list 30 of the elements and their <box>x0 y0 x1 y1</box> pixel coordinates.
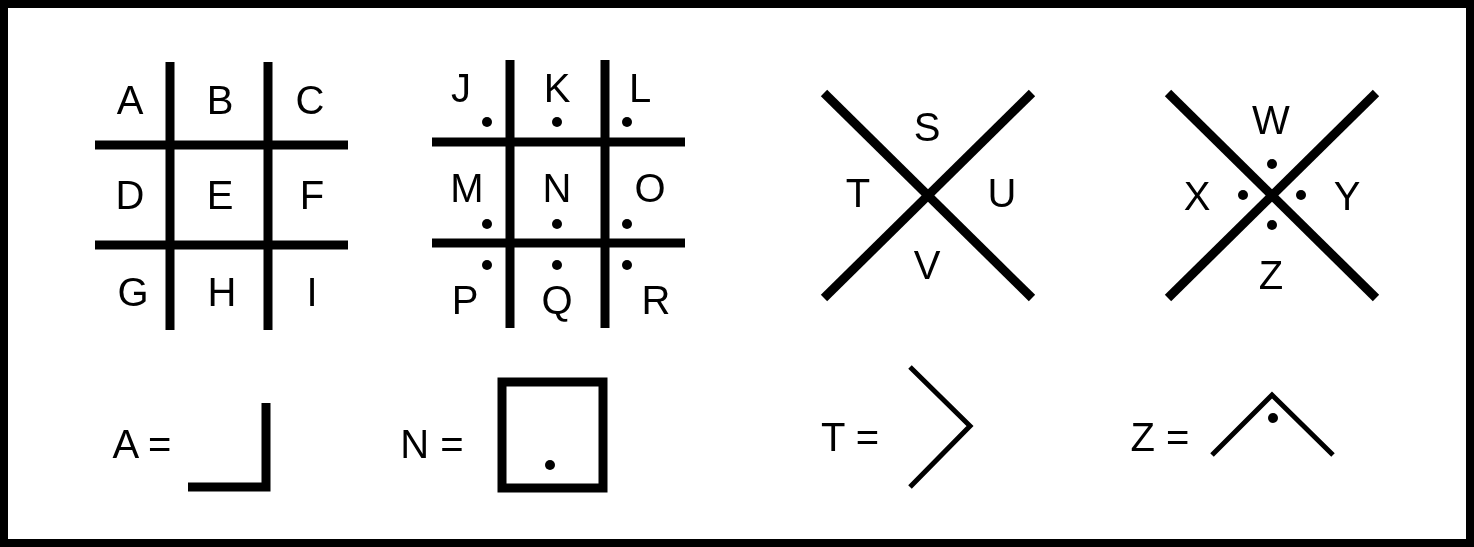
letter-label: P <box>451 280 479 320</box>
letter-label: V <box>913 245 941 285</box>
equation-label: A = <box>112 424 172 464</box>
letter-label: G <box>117 272 149 312</box>
letter-label: U <box>987 173 1017 213</box>
letter-label: A <box>116 80 144 120</box>
letter-label: Y <box>1333 176 1361 216</box>
letter-label: D <box>115 175 145 215</box>
letter-label: X <box>1183 176 1211 216</box>
letter-label: S <box>913 107 941 147</box>
letter-label: B <box>206 80 234 120</box>
letter-label: E <box>206 175 234 215</box>
letter-label: N <box>542 168 572 208</box>
letter-label: F <box>299 175 325 215</box>
letter-label: Z <box>1258 255 1284 295</box>
letter-label: C <box>295 80 325 120</box>
letter-label: T <box>845 173 871 213</box>
letter-label: R <box>641 280 671 320</box>
letter-label: M <box>450 168 484 208</box>
letter-label: O <box>634 168 666 208</box>
letter-label: L <box>628 68 652 108</box>
letter-label: H <box>207 272 237 312</box>
equation-label: T = <box>820 417 880 457</box>
letter-label: I <box>306 272 318 312</box>
equation-label: Z = <box>1130 417 1190 457</box>
equation-label: N = <box>400 424 464 464</box>
letter-label: J <box>451 68 471 108</box>
letter-label: W <box>1252 100 1290 140</box>
letter-label: Q <box>541 280 573 320</box>
letter-label: K <box>543 68 571 108</box>
